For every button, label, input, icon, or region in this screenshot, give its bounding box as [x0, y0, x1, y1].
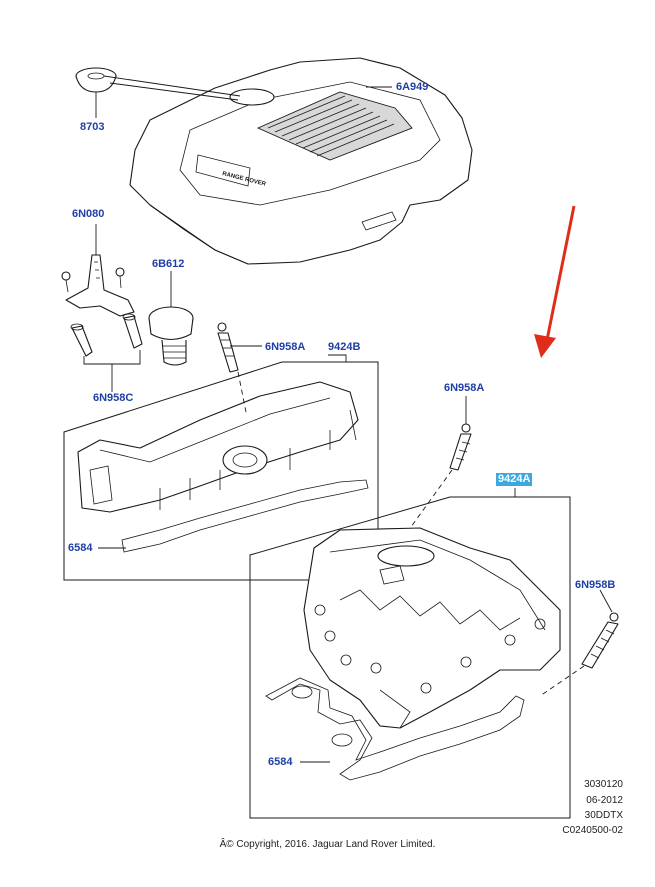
bolt-6n958a-right[interactable]: [449, 423, 472, 471]
red-indicator-arrow: [534, 205, 576, 358]
callout-6n080[interactable]: 6N080: [72, 208, 105, 220]
oil-filler-cap[interactable]: [75, 67, 117, 93]
callout-8703[interactable]: 8703: [80, 121, 105, 133]
engine-cover[interactable]: RANGE ROVER: [129, 57, 473, 265]
bolt-6n958a-left[interactable]: [217, 322, 239, 373]
meta-code-3: C0240500-02: [562, 825, 623, 836]
bolt-6n958b[interactable]: [581, 612, 619, 669]
copyright-notice: Â© Copyright, 2016. Jaguar Land Rover Li…: [219, 839, 436, 850]
install-line-right-bottom: [539, 665, 585, 697]
leader-lines: [83, 75, 613, 763]
screw-left: [61, 271, 71, 293]
gasket-6584-right[interactable]: [265, 677, 525, 781]
callout-6584-left[interactable]: 6584: [68, 542, 93, 554]
camshaft-cover-left[interactable]: [77, 381, 359, 513]
callout-9424a[interactable]: 9424A: [496, 473, 533, 486]
grommets-6n958c[interactable]: [70, 313, 143, 357]
bracket-6n080[interactable]: [61, 254, 135, 317]
callout-6a949[interactable]: 6A949: [396, 81, 429, 93]
camshaft-cover-right[interactable]: [303, 527, 561, 729]
gasket-6584-left[interactable]: [121, 479, 369, 553]
install-line-left: [237, 371, 247, 413]
kit-box-9424a: [249, 496, 571, 819]
kit-box-9424b: [63, 361, 379, 581]
screw-right: [115, 267, 125, 289]
callout-6n958b[interactable]: 6N958B: [575, 579, 616, 591]
callout-6n958c[interactable]: 6N958C: [93, 392, 134, 404]
meta-code-2: 30DDTX: [584, 810, 623, 821]
callout-6584-right[interactable]: 6584: [268, 756, 293, 768]
meta-date: 06-2012: [586, 795, 623, 806]
callout-6n958a-left[interactable]: 6N958A: [265, 341, 306, 353]
callout-6n958a-right[interactable]: 6N958A: [444, 382, 485, 394]
callout-9424b[interactable]: 9424B: [328, 341, 361, 353]
callout-6b612[interactable]: 6B612: [152, 258, 185, 270]
range-rover-badge: [195, 154, 251, 187]
meta-code-1: 3030120: [584, 779, 623, 790]
oil-cap-6b612[interactable]: [148, 306, 194, 366]
